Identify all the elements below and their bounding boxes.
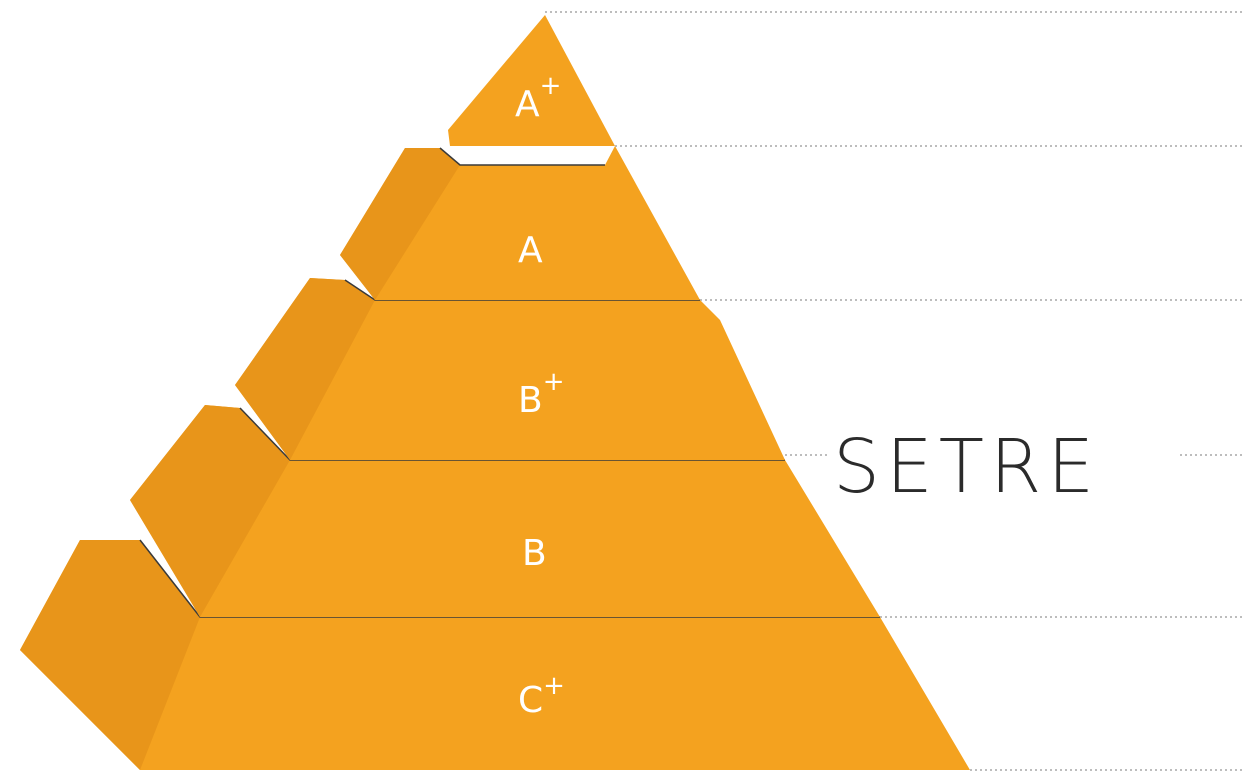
tier-b-side [130,405,290,617]
tier-a-edge [439,147,605,166]
brand-wordmark: SETRE [833,424,1100,510]
tier-a-side [340,148,460,300]
tier-c-plus-side [20,540,200,770]
tier-b-plus: B+ [235,278,785,460]
tier-a-plus-shape [448,15,615,146]
tier-a-plus-label: A+ [515,71,561,125]
tier-c-plus-shape [20,540,970,770]
tier-b-label: B [522,533,547,574]
tier-b-plus-shape [235,278,785,460]
tier-b: B [130,405,880,617]
guide-lines [545,11,1242,771]
tier-b-shape [130,405,880,617]
tier-a-plus: A+ [448,15,615,146]
tier-b-plus-label: B+ [518,367,565,421]
tier-c-plus: C+ [20,539,970,770]
tier-c-plus-label: C+ [518,671,565,721]
tier-a-label: A [518,230,543,271]
tier-a: A [340,146,700,300]
tier-b-plus-side [235,278,375,460]
